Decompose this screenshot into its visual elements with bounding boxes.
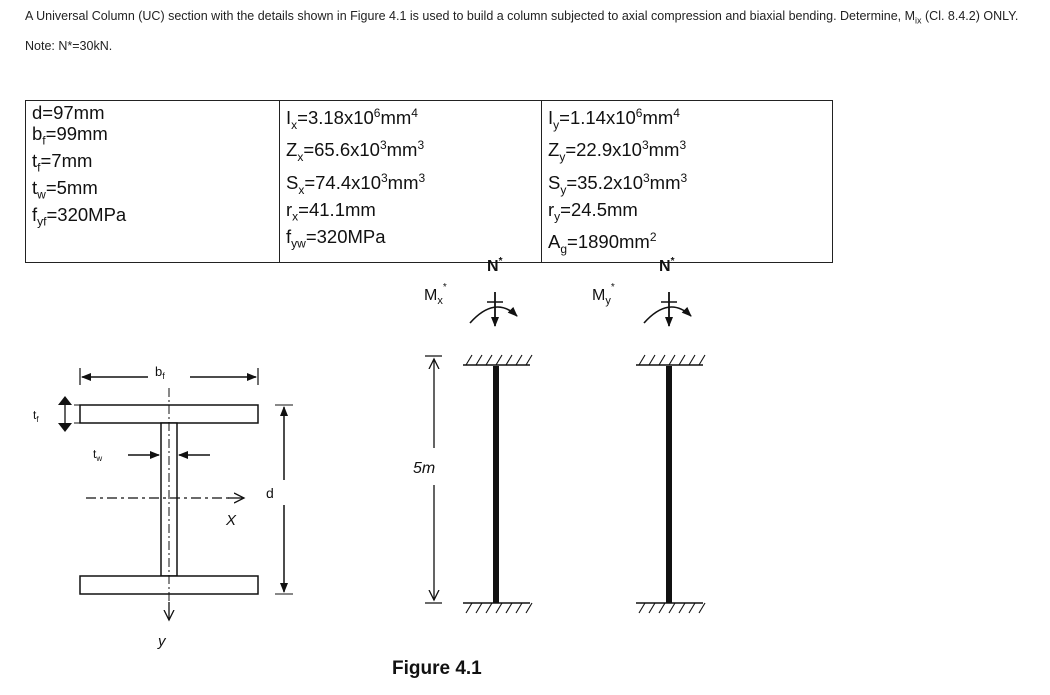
x-axis-label: X bbox=[225, 512, 237, 529]
n-label-2: N* bbox=[659, 256, 675, 275]
property-col2-4: Ag=1890mm2 bbox=[548, 230, 657, 257]
property-col0-3: tw=5mm bbox=[32, 176, 98, 202]
property-col2-1: Zy=22.9x103mm3 bbox=[548, 138, 687, 165]
note-text: Note: N*=30kN. bbox=[25, 39, 113, 53]
property-col0-0: d=97mm bbox=[32, 102, 105, 123]
moment-my-arrow bbox=[643, 306, 692, 324]
property-col1-4: fyw=320MPa bbox=[286, 226, 386, 251]
bf-label: bf bbox=[155, 364, 165, 381]
my-label: My* bbox=[592, 282, 615, 307]
property-col2-2: Sy=35.2x103mm3 bbox=[548, 170, 688, 197]
tw-label: tw bbox=[93, 447, 102, 463]
length-label: 5m bbox=[413, 460, 435, 477]
n-label-1: N* bbox=[487, 256, 503, 275]
property-col1-3: rx=41.1mm bbox=[286, 199, 376, 224]
property-col1-0: Ix=3.18x106mm4 bbox=[286, 106, 418, 132]
question-text: A Universal Column (UC) section with the… bbox=[25, 9, 1019, 26]
y-axis-label: y bbox=[157, 633, 167, 650]
column-my-drawing: My* N* bbox=[592, 256, 706, 614]
moment-mx-arrow bbox=[469, 306, 518, 324]
property-col1-2: Sx=74.4x103mm3 bbox=[286, 170, 426, 197]
d-label: d bbox=[266, 485, 274, 501]
column-mx-drawing: Mx* N* 5m bbox=[413, 256, 533, 614]
property-col0-1: bf=99mm bbox=[32, 122, 108, 148]
property-col1-1: Zx=65.6x103mm3 bbox=[286, 138, 425, 165]
tf-label: tf bbox=[33, 408, 39, 424]
property-col2-0: Iy=1.14x106mm4 bbox=[548, 106, 680, 132]
i-section-drawing: bf y X tw tf d bbox=[33, 364, 293, 650]
mx-label: Mx* bbox=[424, 282, 447, 307]
property-col0-4: fyf=320MPa bbox=[32, 204, 127, 229]
property-col0-2: tf=7mm bbox=[32, 149, 93, 175]
figure-caption: Figure 4.1 bbox=[392, 658, 482, 679]
property-col2-3: ry=24.5mm bbox=[548, 199, 638, 224]
